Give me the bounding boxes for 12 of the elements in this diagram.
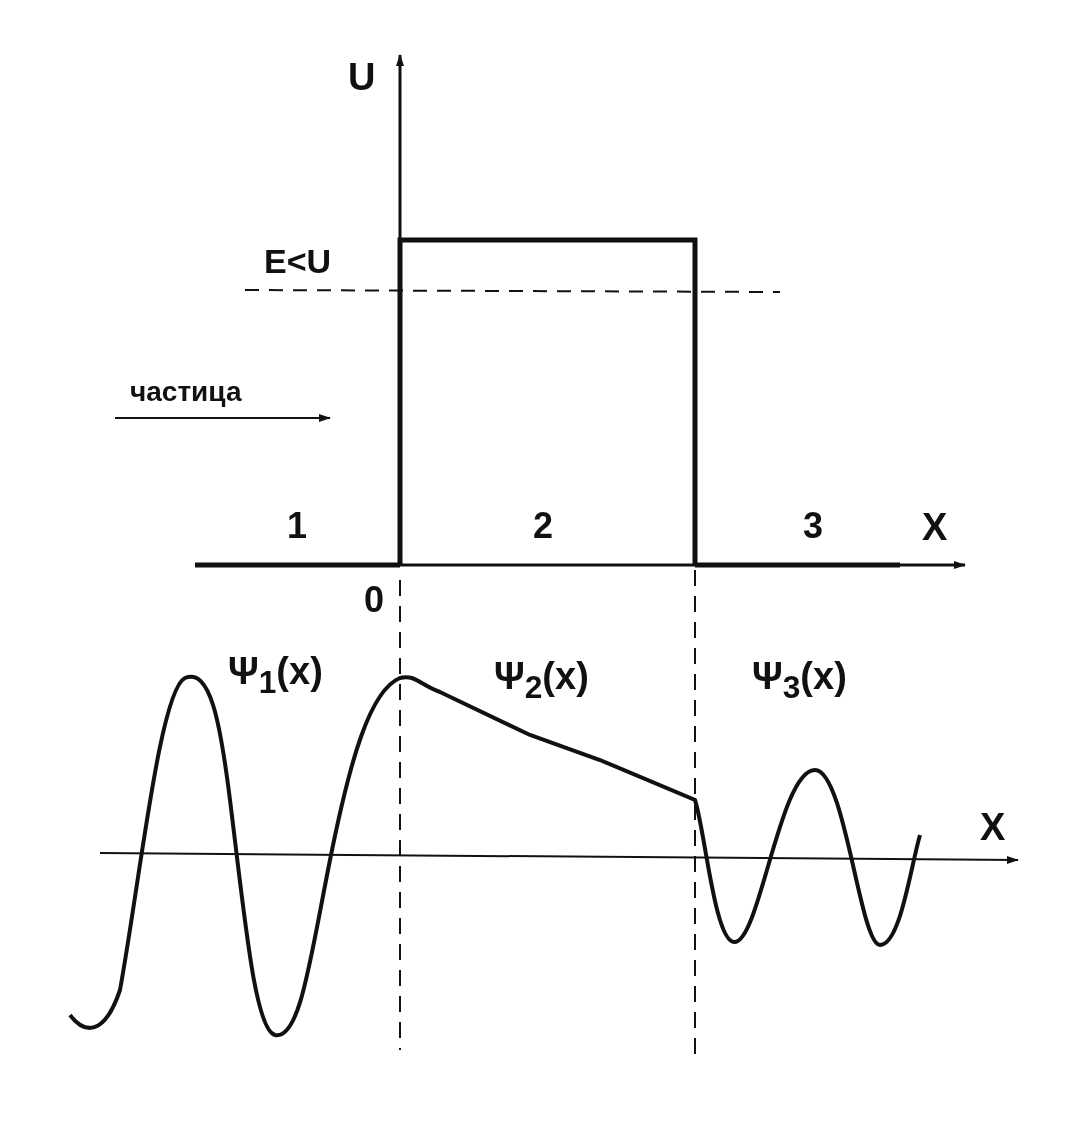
wave-function-label: Ψ$_{2}$(x) [494, 657, 589, 704]
particle-label: частица [130, 378, 242, 406]
wave-function-label: Ψ$_{3}$(x) [752, 657, 847, 704]
region-number: 2 [533, 508, 554, 544]
energy-label: E<U [264, 244, 332, 278]
origin-label: 0 [364, 582, 385, 618]
axis-label: U [348, 58, 376, 96]
axis-label: X [922, 508, 948, 546]
wave-function-label: Ψ$_{1}$(x) [228, 652, 323, 699]
axis-label: X [980, 808, 1006, 846]
region-number: 3 [803, 508, 824, 544]
region-number: 1 [287, 508, 308, 544]
